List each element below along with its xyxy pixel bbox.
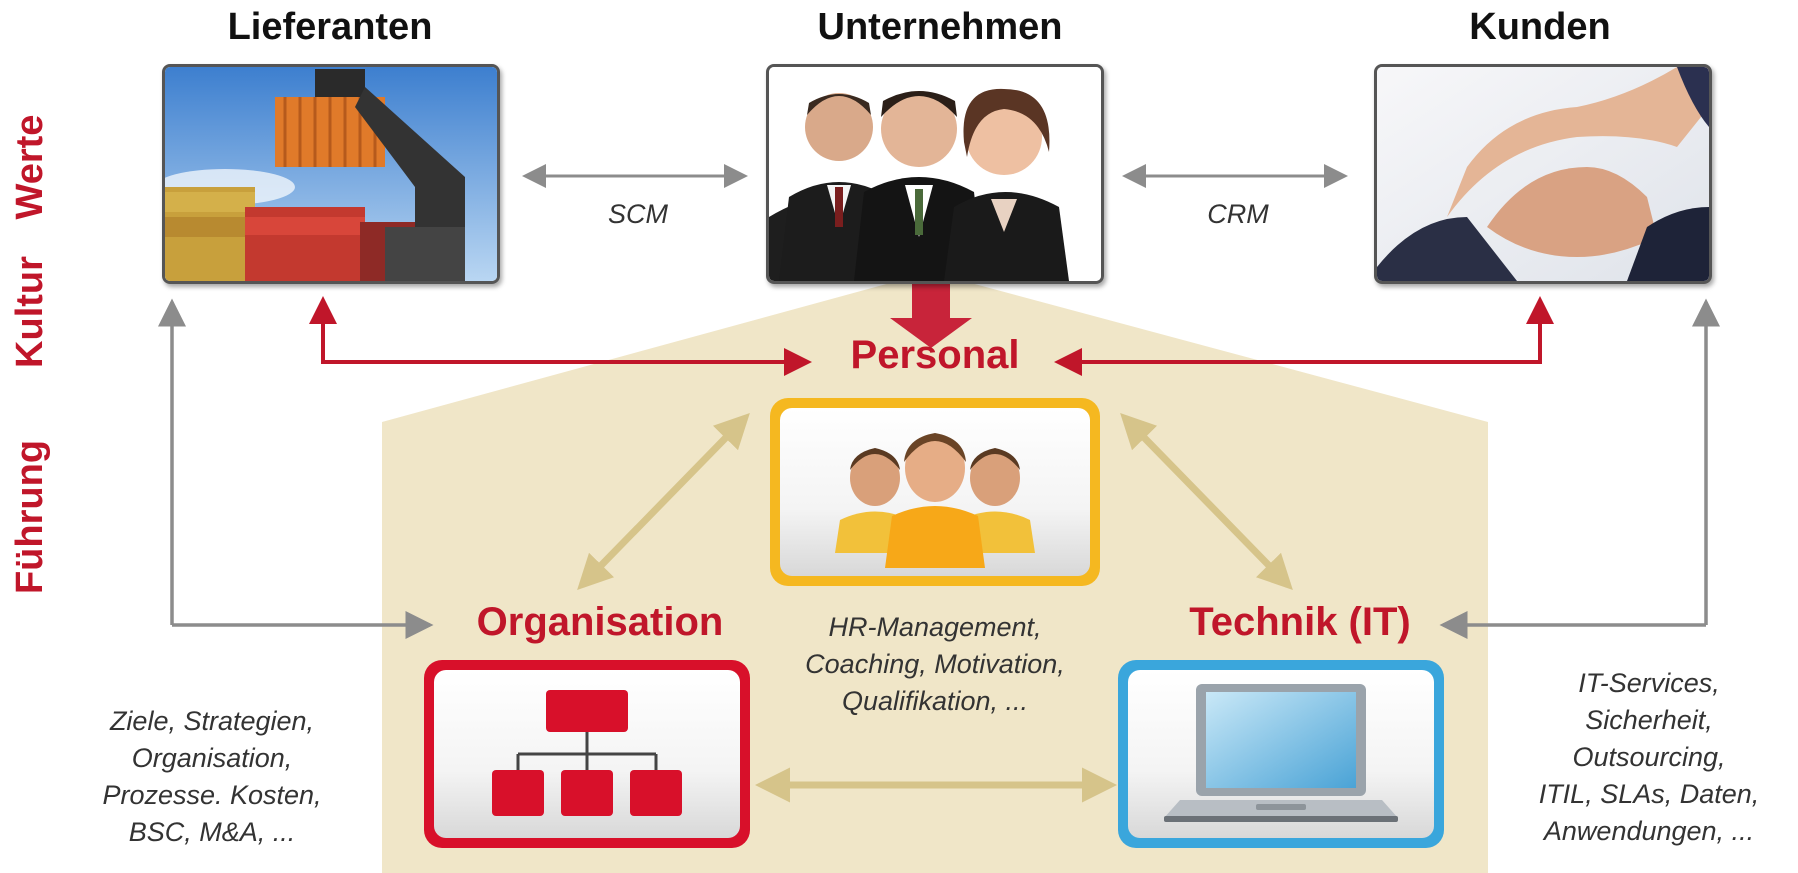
description-line: Sicherheit, — [1585, 705, 1713, 735]
side-label-werte: Werte — [9, 114, 51, 220]
header-suppliers: Lieferanten — [227, 6, 433, 48]
description-line: ITIL, SLAs, Daten, — [1538, 779, 1760, 809]
title-organisation: Organisation — [476, 600, 724, 644]
technik-description: IT-Services, Sicherheit, Outsourcing, IT… — [1508, 665, 1790, 850]
description-line: IT-Services, — [1578, 668, 1720, 698]
personal-org-arrow — [577, 412, 750, 591]
title-technik: Technik (IT) — [1189, 600, 1411, 644]
company-down-arrow — [890, 282, 972, 348]
organisation-description: Ziele, Strategien, Organisation, Prozess… — [66, 703, 358, 851]
description-line: Coaching, Motivation, — [805, 649, 1065, 679]
personal-description: HR-Management, Coaching, Motivation, Qua… — [768, 609, 1102, 720]
technik-tile — [1118, 660, 1444, 848]
description-line: Outsourcing, — [1572, 742, 1726, 772]
laptop-icon — [1164, 684, 1398, 822]
company-image — [766, 64, 1104, 284]
personal-tech-arrow — [1120, 412, 1293, 591]
side-label-fuehrung: Führung — [9, 439, 51, 595]
people-icon — [835, 433, 1035, 568]
description-line: Ziele, Strategien, — [109, 706, 315, 736]
title-personal: Personal — [850, 333, 1020, 377]
customer-image — [1374, 64, 1712, 284]
description-line: Anwendungen, ... — [1543, 816, 1755, 846]
personal-tile — [770, 398, 1100, 586]
description-line: Prozesse. Kosten, — [102, 780, 322, 810]
side-label-kultur: Kultur — [9, 256, 51, 368]
label-scm: SCM — [608, 199, 668, 229]
label-crm: CRM — [1207, 199, 1269, 229]
description-line: Qualifikation, ... — [841, 686, 1029, 716]
description-line: BSC, M&A, ... — [128, 817, 296, 847]
description-line: Organisation, — [131, 743, 293, 773]
header-customers: Kunden — [1469, 6, 1611, 48]
description-line: HR-Management, — [828, 612, 1042, 642]
supplier-image — [162, 64, 500, 284]
header-company: Unternehmen — [817, 6, 1063, 48]
organisation-tile — [424, 660, 750, 848]
org-chart-icon — [492, 690, 682, 816]
